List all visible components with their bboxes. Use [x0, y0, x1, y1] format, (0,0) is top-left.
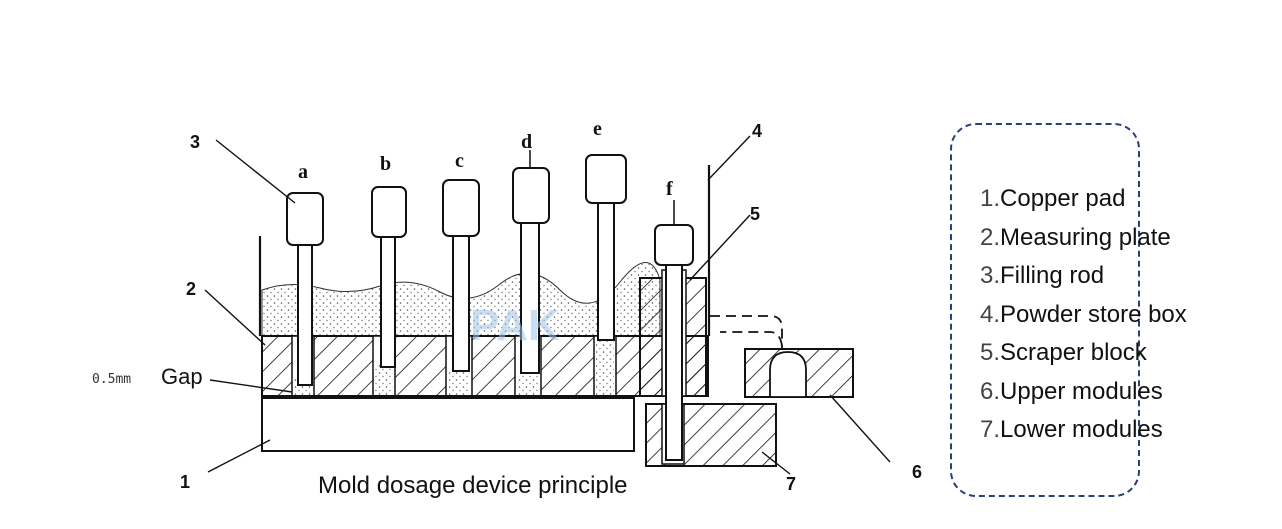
legend-list: 1.Copper pad 2.Measuring plate 3.Filling… — [980, 180, 1187, 450]
gap-dimension-label: 0.5mm — [92, 372, 131, 387]
legend-item: 5.Scraper block — [980, 334, 1187, 373]
powder-store-box — [258, 165, 711, 336]
callout-7: 7 — [786, 474, 796, 494]
legend-item: 3.Filling rod — [980, 257, 1187, 296]
legend-number: 5. — [980, 339, 1001, 366]
legend-item: 4.Powder store box — [980, 296, 1187, 335]
legend-text: Lower modules — [1000, 416, 1163, 443]
watermark: PAK — [470, 301, 560, 350]
diagram-caption: Mold dosage device principle — [318, 472, 628, 499]
legend-number: 1. — [980, 185, 1001, 212]
filling-rods — [286, 150, 694, 461]
callout-6: 6 — [912, 462, 922, 482]
rod-label-e: e — [593, 118, 602, 140]
callout-3: 3 — [190, 132, 200, 152]
rod-label-a: a — [298, 161, 308, 183]
legend-number: 7. — [980, 416, 1001, 443]
legend-text: Powder store box — [1000, 300, 1187, 328]
transfer-path — [710, 315, 783, 348]
legend-text: Upper modules — [1000, 377, 1163, 405]
legend-item: 1.Copper pad — [980, 180, 1187, 219]
legend-item: 2.Measuring plate — [980, 219, 1187, 258]
legend-text: Copper pad — [1000, 185, 1126, 212]
legend-text: Scraper block — [1000, 339, 1147, 366]
upper-module — [744, 348, 854, 398]
legend-number: 3. — [980, 262, 1001, 289]
gap-word-label: Gap — [161, 364, 203, 389]
legend-text: Filling rod — [1000, 262, 1105, 289]
legend-box — [950, 123, 1140, 497]
legend-number: 4. — [980, 300, 1001, 328]
legend-number: 6. — [980, 377, 1001, 405]
callout-2: 2 — [186, 279, 196, 299]
legend-number: 2. — [980, 223, 1001, 251]
rod-label-c: c — [455, 150, 464, 172]
legend-item: 7.Lower modules — [980, 411, 1187, 450]
leader-lines — [204, 135, 891, 475]
rod-label-d: d — [521, 131, 532, 153]
legend-item: 6.Upper modules — [980, 373, 1187, 412]
legend-text: Measuring plate — [1000, 223, 1171, 251]
callout-4: 4 — [752, 121, 762, 141]
callout-1: 1 — [180, 472, 190, 492]
copper-pad — [261, 397, 635, 452]
rod-label-f: f — [666, 178, 673, 200]
rod-label-b: b — [380, 153, 391, 175]
callout-5: 5 — [750, 204, 760, 224]
